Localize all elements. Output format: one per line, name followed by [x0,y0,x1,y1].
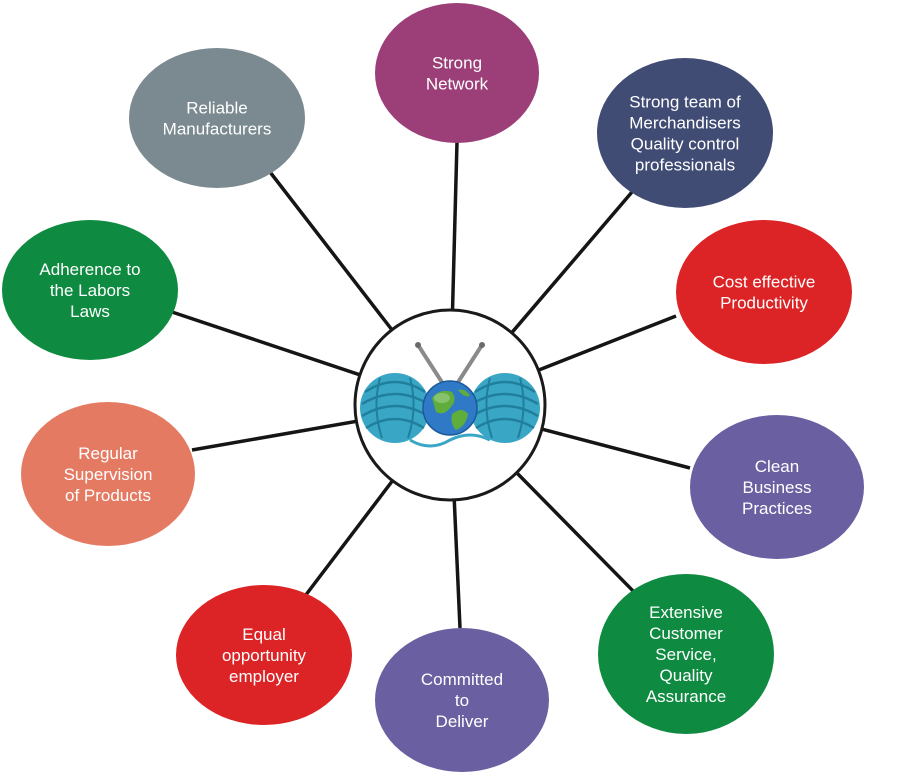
node-label-line: Reliable [186,99,247,118]
yarn-globe-logo [360,342,540,448]
node-label-line: Merchandisers [629,114,741,133]
node-label-line: Equal [242,625,285,644]
node-label-line: Service, [655,645,716,664]
node-label-line: Extensive [649,603,723,622]
node-label: Equal opportunity employer [222,625,307,686]
node-bubble [597,58,773,208]
node-bubble [598,574,774,734]
node-label-line: Committed [421,670,503,689]
node-label-line: Manufacturers [163,120,272,139]
node-label-line: Assurance [646,687,726,706]
node-bubble [690,415,864,559]
node-label-line: Network [426,75,489,94]
node-label-line: Quality control [631,135,740,154]
node-label-line: Productivity [720,294,808,313]
node-label-line: the Labors [50,281,130,300]
node-label-line: Customer [649,624,723,643]
node-label-line: Adherence to [39,260,140,279]
node-bubble [2,220,178,360]
node-label-line: Strong [432,54,482,73]
node-bubble [21,402,195,546]
node-bubble [375,628,549,772]
node-label-line: Supervision [64,465,153,484]
node-label-line: Clean [755,457,799,476]
node-bubble [176,585,352,725]
node-label-line: Strong team of [629,93,741,112]
yarn-ball-right-icon [470,373,540,443]
node-label-line: to [455,691,469,710]
node-label-line: professionals [635,156,735,175]
node-label-line: Regular [78,444,138,463]
globe-icon [422,380,478,436]
yarn-strand-icon [409,433,491,448]
yarn-ball-left-icon [360,373,430,443]
node-label-line: of Products [65,486,151,505]
center-hub [353,308,547,502]
node-label-line: Cost effective [713,273,816,292]
node-equal-opportunity: Equal opportunity employer [176,585,352,725]
node-label-line: employer [229,667,299,686]
node-bubble [676,220,852,364]
node-bubble [375,3,539,143]
node-label-line: opportunity [222,646,307,665]
node-label-line: Deliver [436,712,489,731]
node-label-line: Business [743,478,812,497]
node-bubble [129,48,305,188]
node-label-line: Laws [70,302,110,321]
node-label-line: Quality [660,666,713,685]
node-label-line: Practices [742,499,812,518]
